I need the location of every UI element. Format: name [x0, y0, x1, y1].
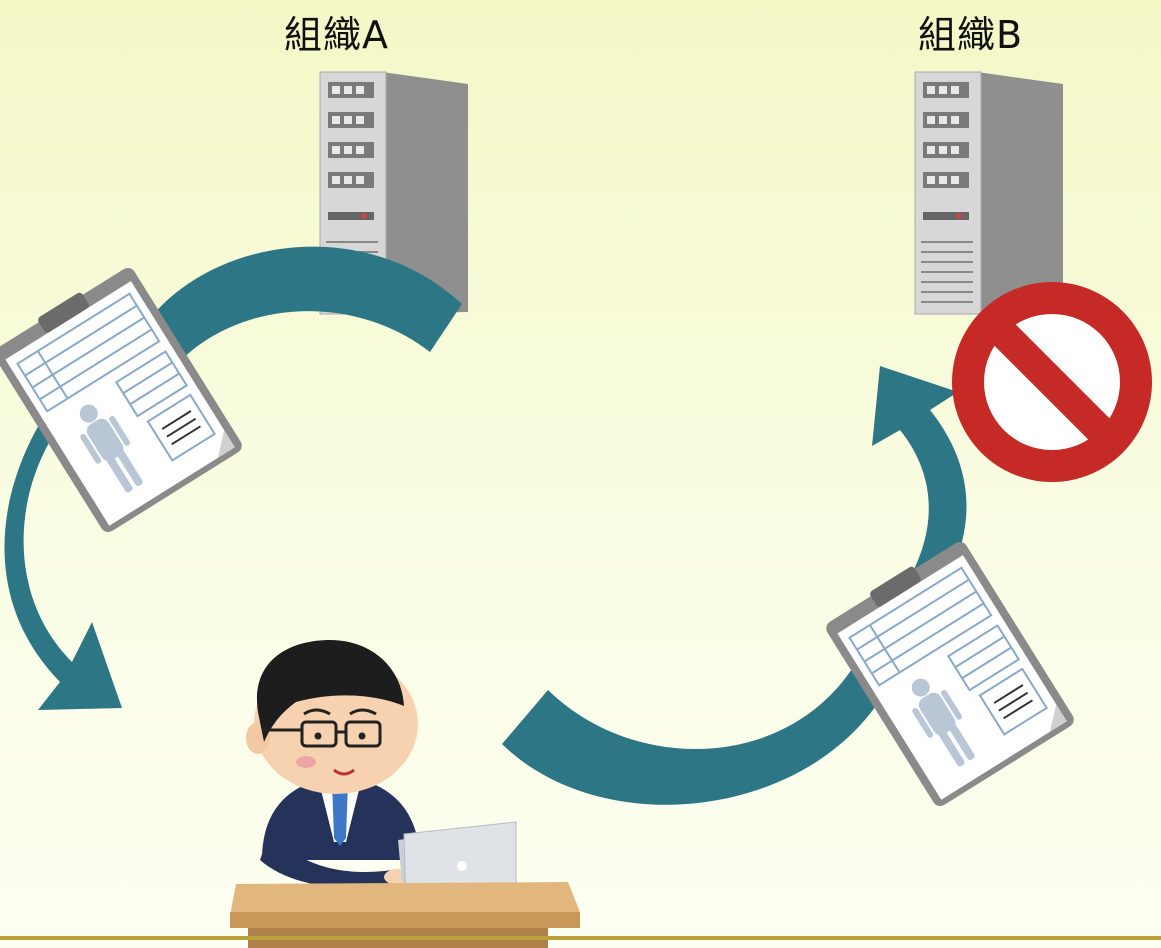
- medical-record-right-icon: [826, 541, 1074, 807]
- server-b-icon: [914, 71, 1063, 315]
- prohibition-icon: [952, 282, 1152, 482]
- organization-a-label: 組織A: [284, 13, 389, 57]
- arrow-server-a-out: [140, 246, 462, 372]
- arrow-from-person: [502, 640, 898, 805]
- medical-record-left-icon: [0, 267, 242, 533]
- desk-icon: [230, 882, 580, 948]
- arrow-to-person: [4, 410, 123, 710]
- arrow-to-server-b: [872, 366, 967, 610]
- organization-b-label: 組織B: [918, 13, 1024, 57]
- office-worker-icon: [246, 640, 420, 889]
